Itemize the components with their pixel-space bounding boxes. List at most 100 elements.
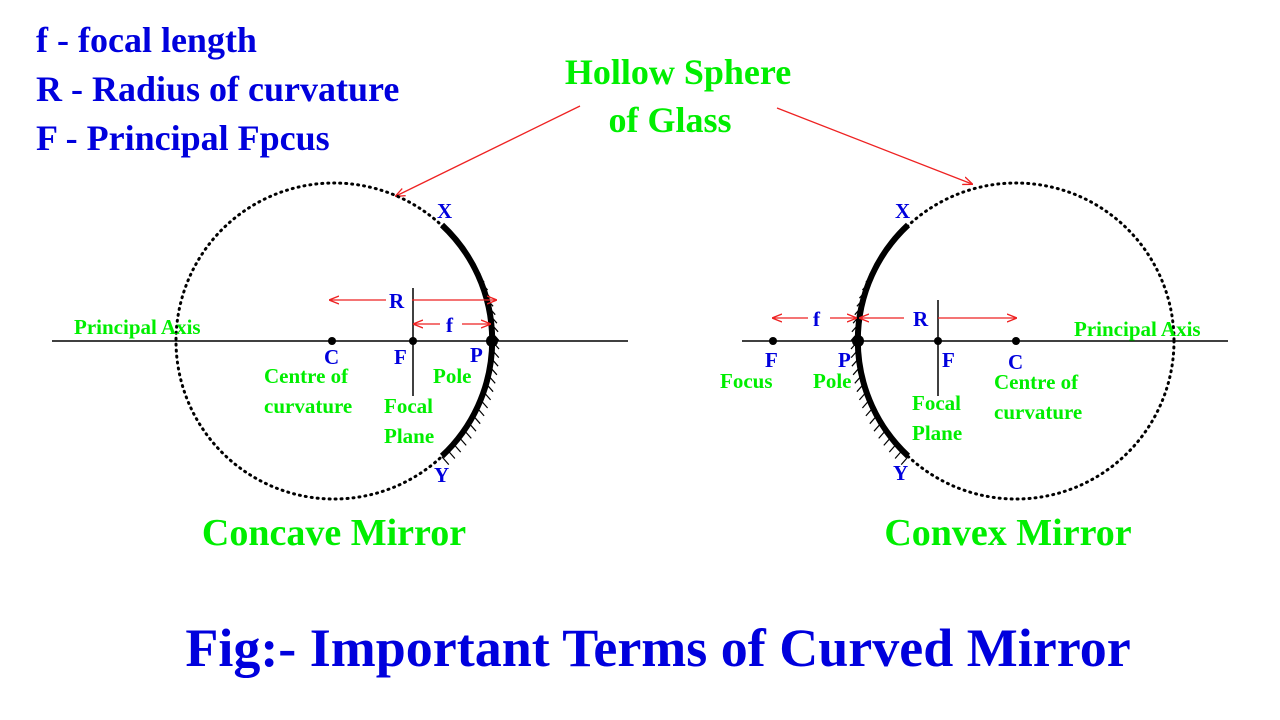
concave-hatch-tick [491, 349, 500, 358]
convex-hatching [850, 225, 909, 465]
concave-focus-dot [409, 337, 417, 345]
convex-hatch-tick [854, 374, 863, 384]
convex-pole-letter: P [838, 348, 851, 372]
convex-words: Principal Axis Focus Pole Focal Plane Ce… [720, 317, 1201, 445]
concave-hatch-tick [485, 383, 494, 393]
legend-radius: R - Radius of curvature [36, 69, 399, 109]
concave-hatch-tick [489, 366, 498, 376]
convex-focal-line1: Focal [912, 391, 961, 415]
convex-virtual-focus-letter: F [765, 348, 778, 372]
concave-focal-line2: Plane [384, 424, 434, 448]
convex-y-label: Y [893, 461, 908, 485]
convex-hatch-tick [861, 399, 870, 409]
convex-focus-word: Focus [720, 369, 773, 393]
convex-hatch-tick [878, 251, 887, 260]
convex-hatch-tick [861, 281, 870, 291]
convex-hatch-tick [883, 244, 892, 253]
convex-hatch-tick [865, 273, 874, 283]
convex-focus-dot [934, 337, 942, 345]
concave-hatch-tick [490, 357, 499, 367]
figure-caption: Fig:- Important Terms of Curved Mirror [185, 618, 1130, 678]
legend: f - focal length R - Radius of curvature… [36, 20, 399, 158]
legend-principal-focus: F - Principal Fpcus [36, 118, 330, 158]
convex-virtual-focus-dot [769, 337, 777, 345]
convex-r-label: R [913, 307, 929, 331]
convex-hatch-tick [854, 306, 863, 316]
concave-hatch-tick [453, 443, 462, 453]
convex-hatch-tick [865, 407, 874, 417]
concave-hatch-tick [476, 407, 485, 417]
concave-r-label: R [389, 289, 405, 313]
convex-centre-line2: curvature [994, 400, 1082, 424]
convex-hatch-tick [869, 415, 878, 425]
concave-centre-line2: curvature [264, 394, 352, 418]
concave-hatch-tick [447, 450, 456, 459]
legend-focal-length: f - focal length [36, 20, 257, 60]
concave-hatch-tick [463, 251, 472, 260]
concave-hatch-tick [489, 314, 498, 324]
concave-axis-label: Principal Axis [74, 315, 201, 339]
convex-hatch-tick [873, 258, 882, 268]
convex-hatch-tick [873, 422, 882, 432]
concave-c-label: C [324, 345, 339, 369]
convex-c-label: C [1008, 350, 1023, 374]
concave-hatch-tick [487, 306, 496, 316]
convex-centre-dot [1012, 337, 1020, 345]
convex-hatch-tick [850, 349, 859, 358]
sphere-label: Hollow Sphere of Glass [565, 52, 791, 140]
convex-hatch-tick [894, 450, 903, 459]
concave-y-label: Y [434, 463, 449, 487]
concave-hatch-tick [458, 437, 467, 446]
convex-hatch-tick [856, 297, 865, 307]
concave-pole-word: Pole [433, 364, 471, 388]
convex-hatch-tick [851, 357, 860, 367]
concave-hatch-tick [441, 456, 450, 465]
convex-hatch-tick [858, 289, 867, 299]
convex-hatch-tick [858, 391, 867, 401]
convex-hatch-tick [883, 437, 892, 446]
concave-hatch-tick [472, 415, 481, 425]
convex-hatch-tick [869, 265, 878, 275]
concave-hatch-tick [487, 374, 496, 384]
convex-hatch-tick [888, 443, 897, 453]
pointer-arrow-right [776, 107, 972, 184]
convex-title: Convex Mirror [884, 512, 1131, 554]
convex-diagram: X Y R f F P F C Principal Axis Focus Pol… [720, 181, 1228, 554]
concave-title: Concave Mirror [202, 512, 466, 554]
concave-hatch-tick [472, 265, 481, 275]
convex-pole-word: Pole [813, 369, 851, 393]
convex-hatch-tick [878, 430, 887, 439]
convex-hatch-tick [851, 323, 860, 333]
concave-hatch-tick [480, 399, 489, 409]
convex-hatch-tick [900, 456, 909, 465]
convex-x-label: X [895, 199, 910, 223]
convex-focus-letter: F [942, 348, 955, 372]
concave-hatch-tick [463, 430, 472, 439]
concave-hatch-tick [490, 323, 499, 333]
convex-axis-label: Principal Axis [1074, 317, 1201, 341]
concave-hatch-tick [476, 273, 485, 283]
concave-hatch-tick [483, 391, 492, 401]
sphere-label-line2: of Glass [608, 100, 731, 140]
convex-letters: X Y R f F P F C [765, 199, 1023, 485]
concave-letters: X Y R f C F P [324, 199, 483, 487]
convex-pole-dot [852, 335, 864, 347]
concave-hatch-tick [468, 422, 477, 432]
pointer-arrow-left [396, 105, 581, 196]
concave-focal-line1: Focal [384, 394, 433, 418]
convex-focal-line2: Plane [912, 421, 962, 445]
convex-hatch-tick [856, 383, 865, 393]
convex-f-label: f [813, 307, 821, 331]
convex-centre-line1: Centre of [994, 370, 1079, 394]
concave-centre-dot [328, 337, 336, 345]
concave-focus-label: F [394, 345, 407, 369]
concave-f-label: f [446, 313, 454, 337]
concave-hatch-tick [468, 258, 477, 268]
concave-hatch-tick [458, 244, 467, 253]
concave-x-label: X [437, 199, 452, 223]
sphere-label-line1: Hollow Sphere [565, 52, 791, 92]
convex-hatch-tick [852, 366, 861, 376]
concave-centre-line1: Centre of [264, 364, 349, 388]
